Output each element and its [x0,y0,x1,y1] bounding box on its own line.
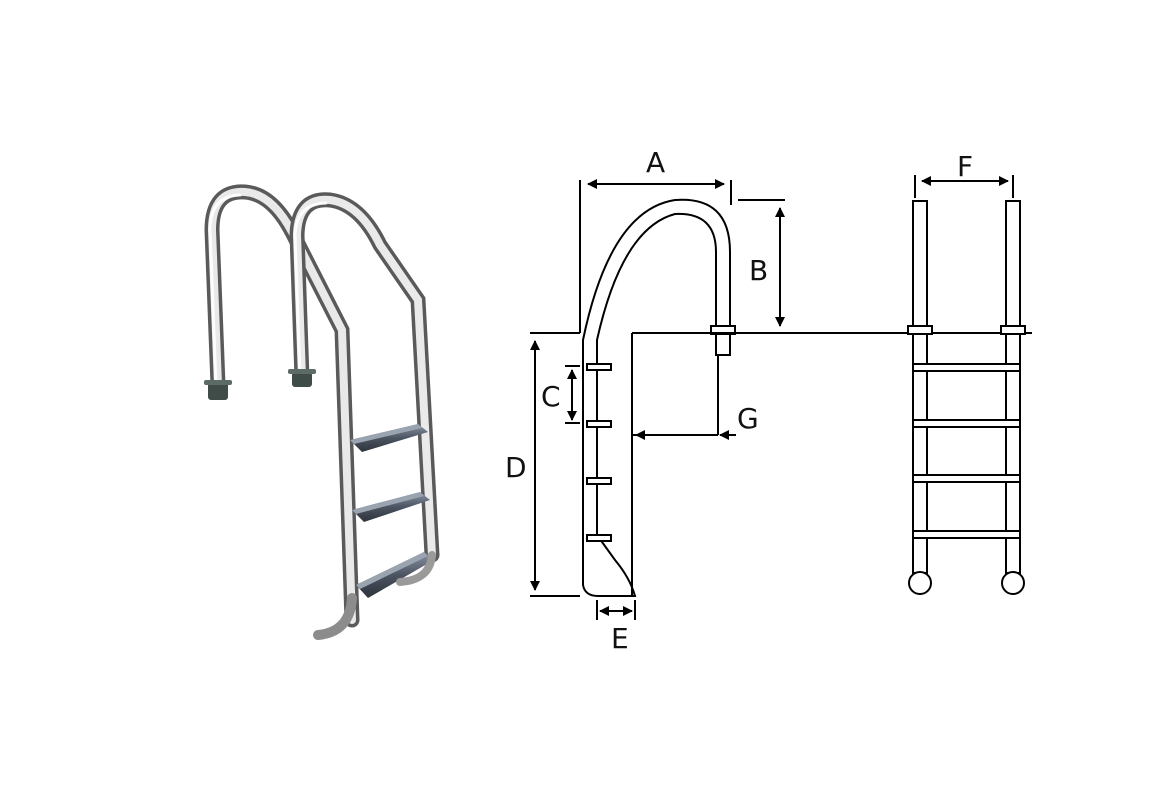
side-view-drawing [530,180,1032,620]
anchor-sockets [204,369,316,400]
dim-c-label: C [541,380,561,413]
dimension-labels: A B C D E F G [505,146,973,655]
dimension-arrows [530,176,1009,616]
pool-ladder-photo [204,184,440,640]
ladder-foot [313,593,357,640]
front-handrail [289,192,440,563]
dim-d-label: D [505,451,527,484]
dim-f-label: F [957,150,973,183]
dim-e-label: E [611,622,629,655]
ladder-steps [350,424,434,598]
back-handrail [204,184,360,628]
dim-b-label: B [749,254,768,287]
dim-a-label: A [646,146,665,179]
dim-g-label: G [737,402,759,435]
front-view-drawing [907,175,1026,595]
